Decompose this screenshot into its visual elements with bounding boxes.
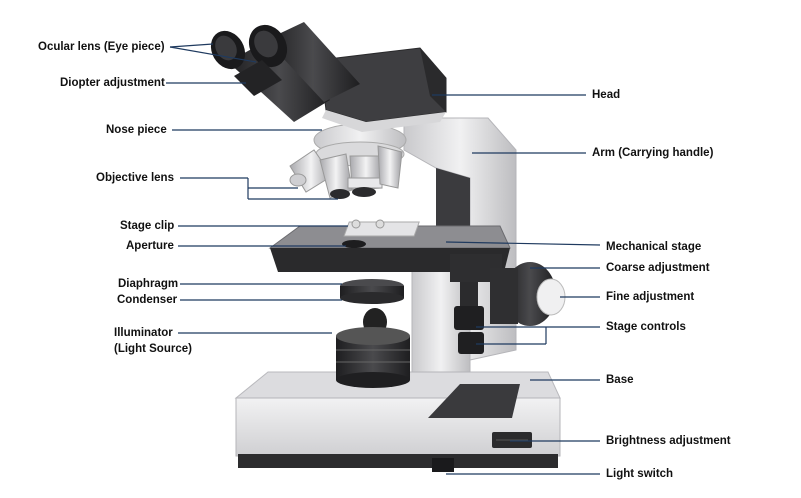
label-coarse-adjustment: Coarse adjustment [606,262,710,274]
base-part [234,371,561,472]
label-light-switch: Light switch [606,468,674,480]
label-light-source: (Light Source) [114,343,192,355]
illuminator-part [336,308,410,388]
label-mechanical-stage: Mechanical stage [606,241,702,253]
label-fine-adjustment: Fine adjustment [606,291,695,303]
stage-part [268,219,511,282]
label-stage-controls: Stage controls [606,321,686,333]
label-nose-piece: Nose piece [106,124,167,136]
stage-controls-part [454,282,484,354]
label-base: Base [606,374,634,386]
label-diopter-adjustment: Diopter adjustment [60,77,165,89]
leader-mechanical-stage [445,241,601,246]
label-head: Head [592,89,621,101]
label-objective-lens: Objective lens [96,172,174,184]
focus-knobs [490,262,566,326]
leader-ocular-2 [169,46,257,63]
objective-lenses [289,145,403,199]
label-brightness-adjustment: Brightness adjustment [606,435,731,447]
eyepieces-part [210,22,360,122]
nosepiece-part [289,123,407,199]
label-stage-clip: Stage clip [120,220,175,232]
label-illuminator: Illuminator [114,327,173,339]
head-part [319,47,447,132]
label-condenser: Condenser [117,294,178,306]
label-aperture: Aperture [126,240,174,252]
condenser-part [340,279,404,304]
label-arm: Arm (Carrying handle) [592,147,714,159]
leader-ocular-1 [169,43,214,48]
leader-lines [166,43,601,475]
label-ocular-lens: Ocular lens (Eye piece) [38,41,165,53]
label-diaphragm: Diaphragm [118,278,179,290]
